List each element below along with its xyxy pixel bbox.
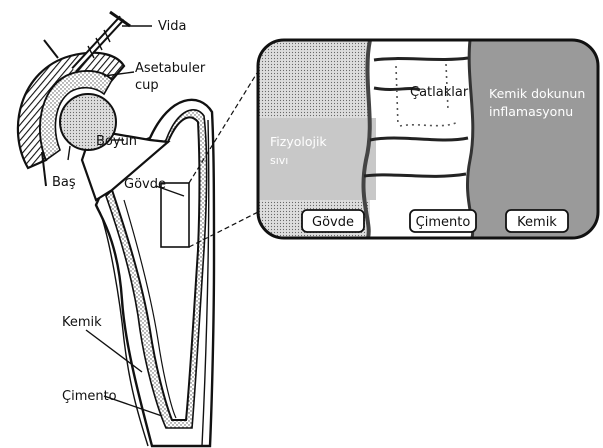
inset-tag-bone: Kemik — [517, 215, 557, 230]
label-bone: Kemik — [62, 315, 102, 330]
inset-tag-cement: Çimento — [416, 215, 471, 230]
crack-4 — [364, 174, 466, 176]
inset-label-fluid-line1: Fizyolojik — [270, 134, 327, 149]
inset-label-fluid-line2: sıvı — [270, 154, 288, 167]
inset-bone-region — [467, 40, 600, 238]
label-cup-line1: Asetabuler — [135, 61, 206, 76]
label-screw: Vida — [158, 19, 186, 34]
crack-1 — [374, 58, 468, 60]
pelvis-line-1 — [44, 40, 58, 58]
inset-tag-stem: Gövde — [312, 215, 354, 230]
magnified-inset: Çatlaklar Fizyolojik sıvı Kemik dokunun … — [258, 40, 600, 238]
inset-label-inflammation-line1: Kemik dokunun — [489, 86, 585, 101]
crack-3 — [370, 138, 468, 140]
label-cement: Çimento — [62, 389, 117, 404]
label-neck: Boyun — [96, 134, 137, 149]
label-cup-line2: cup — [135, 78, 159, 93]
inset-label-inflammation-line2: inflamasyonu — [489, 104, 573, 119]
leader-head — [68, 146, 70, 160]
inset-label-cracks: Çatlaklar — [410, 85, 469, 100]
label-head: Baş — [52, 175, 76, 190]
label-stem: Gövde — [124, 177, 166, 192]
